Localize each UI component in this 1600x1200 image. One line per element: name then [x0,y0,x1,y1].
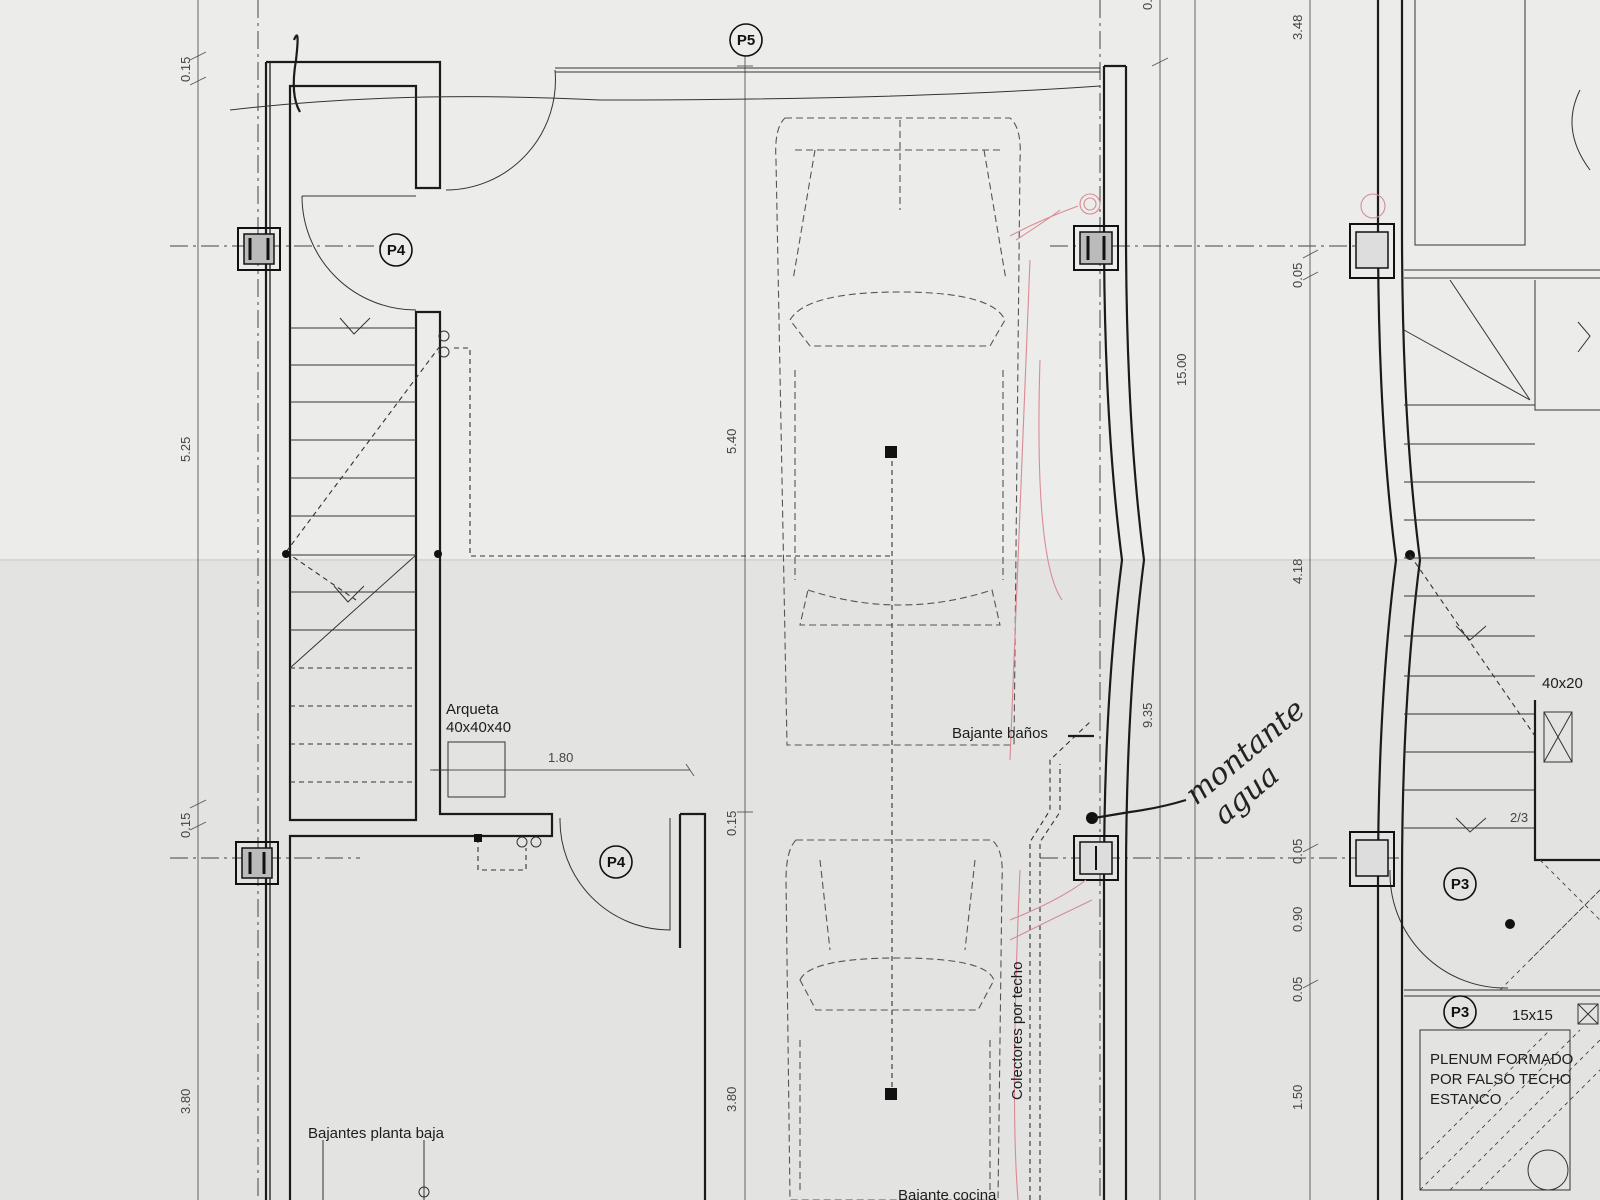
dimensions-right: 15.00 9.35 0.15 [1140,0,1189,728]
bajantes-planta-baja-label: Bajantes planta baja [308,1125,445,1142]
axis-lines [170,0,1400,1200]
bajante-cocina-label: Bajante cocina [898,1187,997,1200]
scribble-mark [292,34,301,113]
svg-text:1.50: 1.50 [1290,1085,1305,1110]
neighbour-block [1376,0,1600,1200]
colectores-label: Colectores por techo [1009,962,1026,1100]
bajantes-leaders [322,1140,425,1200]
door-tag-p4-upper: P4 [379,233,413,267]
svg-text:P4: P4 [387,242,406,259]
duct-size-label: 40x20 [1542,675,1583,692]
svg-text:3.80: 3.80 [724,1087,739,1112]
dimensions-center: 5.40 0.15 3.80 1.80 [548,429,739,1112]
svg-text:1.80: 1.80 [548,750,573,765]
door-tag-p5: P5 [729,23,763,57]
svg-text:0.05: 0.05 [1290,977,1305,1002]
dimensions-far-right: 3.48 0.05 4.18 0.05 0.90 0.05 1.50 [1290,15,1305,1110]
plenum-label-line-2: POR FALSO TECHO [1430,1071,1571,1088]
drainage-lines [454,347,1091,1200]
staircase [285,317,441,783]
dimension-lines [189,0,1319,1200]
svg-text:0.90: 0.90 [1290,907,1305,932]
car-top [775,117,1021,746]
svg-text:15.00: 15.00 [1174,353,1189,386]
arqueta-label: Arqueta [446,701,499,718]
svg-text:5.25: 5.25 [178,437,193,462]
svg-text:P4: P4 [607,854,626,871]
svg-text:P3: P3 [1451,1004,1469,1021]
door-swings [301,67,1509,989]
red-pencil-marks [1009,193,1386,1200]
svg-text:3.80: 3.80 [178,1089,193,1114]
svg-text:3.48: 3.48 [1290,15,1305,40]
svg-text:0.15: 0.15 [1140,0,1155,10]
plenum-label-line-1: PLENUM FORMADO [1430,1051,1573,1068]
fold-line [229,85,1101,111]
arqueta-size-label: 40x40x40 [446,719,511,736]
shaft-size-label: 15x15 [1512,1007,1553,1024]
svg-text:5.40: 5.40 [724,429,739,454]
svg-text:0.15: 0.15 [178,57,193,82]
svg-text:0.15: 0.15 [178,813,193,838]
door-tag-p3-lower: P3 [1443,995,1477,1029]
bajante-banos-label: Bajante baños [952,725,1048,742]
plenum-label-line-3: ESTANCO [1430,1091,1501,1108]
svg-text:P5: P5 [737,32,755,49]
svg-text:0.05: 0.05 [1290,839,1305,864]
door-tag-p4-lower: P4 [599,845,633,879]
svg-text:4.18: 4.18 [1290,559,1305,584]
svg-text:0.05: 0.05 [1290,263,1305,288]
svg-text:0.15: 0.15 [724,811,739,836]
car-bottom [785,839,1003,1200]
party-wall-right [1102,64,1146,1200]
svg-text:9.35: 9.35 [1140,703,1155,728]
pillars [235,223,1395,887]
door-tag-p3-upper: P3 [1443,867,1477,901]
dimensions-left: 0.15 5.25 0.15 3.80 [178,57,193,1114]
step-count-label: 2/3 [1510,810,1528,825]
note-leader [1093,798,1187,820]
svg-text:P3: P3 [1451,876,1469,893]
